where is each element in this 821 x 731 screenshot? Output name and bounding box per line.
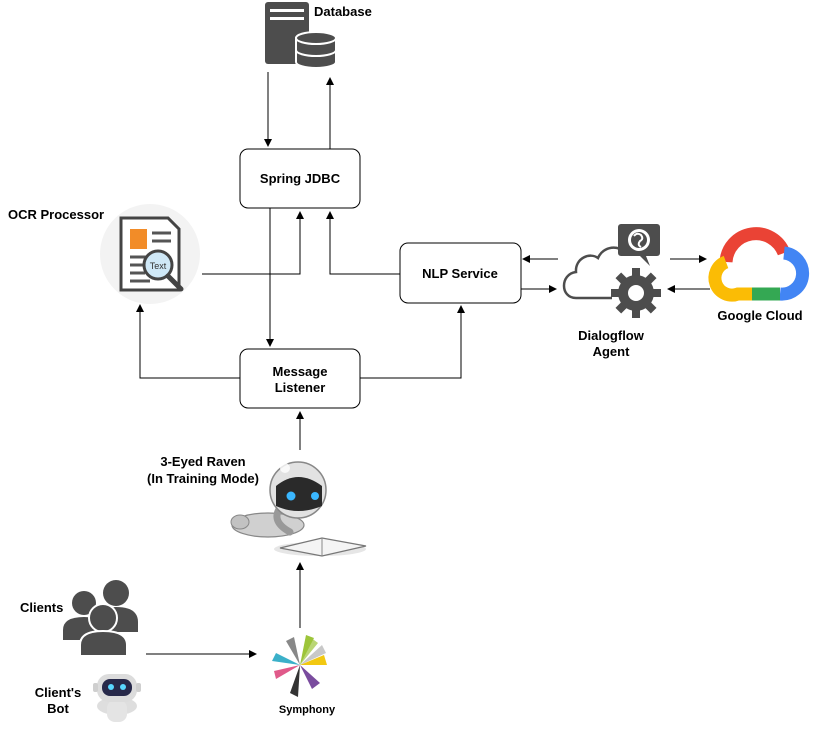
- ocr-processor-label: OCR Processor: [8, 207, 104, 222]
- message-listener-node[interactable]: Message Listener: [239, 348, 361, 409]
- edge-listener-to-nlp: [360, 305, 465, 379]
- symphony-pinwheel-logo-icon: [272, 635, 327, 697]
- text-document-magnifier-icon: Text: [100, 204, 200, 304]
- people-group-icon: [63, 580, 138, 657]
- dialogflow-label-line1: Dialogflow: [578, 328, 645, 343]
- edge-nlp-to-jdbc: [326, 211, 400, 275]
- raven-label-line1: 3-Eyed Raven: [160, 454, 245, 469]
- clients-bot-label-line1: Client's: [35, 685, 81, 700]
- message-listener-label-line1: Message: [273, 364, 328, 379]
- symphony-label: Symphony: [279, 704, 336, 716]
- nlp-service-label: NLP Service: [422, 266, 498, 281]
- ocr-orange-block: [130, 229, 147, 249]
- edge-listener-to-ocr: [136, 304, 240, 379]
- spring-jdbc-label: Spring JDBC: [260, 171, 341, 186]
- clients-label: Clients: [20, 600, 63, 615]
- database-server-icon: [265, 2, 337, 69]
- raven-label-line2: (In Training Mode): [147, 471, 259, 486]
- google-cloud-label: Google Cloud: [717, 308, 802, 323]
- spring-jdbc-node[interactable]: Spring JDBC: [239, 148, 361, 209]
- reading-robot-icon: [230, 461, 367, 557]
- message-listener-label-line2: Listener: [275, 380, 326, 395]
- cloud-gear-globe-icon: [562, 224, 661, 318]
- nlp-service-node[interactable]: NLP Service: [399, 242, 522, 304]
- dialogflow-label-line2: Agent: [593, 344, 631, 359]
- bot-head-icon: [93, 674, 141, 722]
- google-cloud-logo-icon: [708, 227, 810, 302]
- database-label: Database: [314, 4, 372, 19]
- clients-bot-label-line2: Bot: [47, 701, 69, 716]
- edges: [136, 72, 710, 658]
- edge-ocr-to-jdbc: [202, 211, 304, 275]
- ocr-icon-text: Text: [150, 261, 167, 271]
